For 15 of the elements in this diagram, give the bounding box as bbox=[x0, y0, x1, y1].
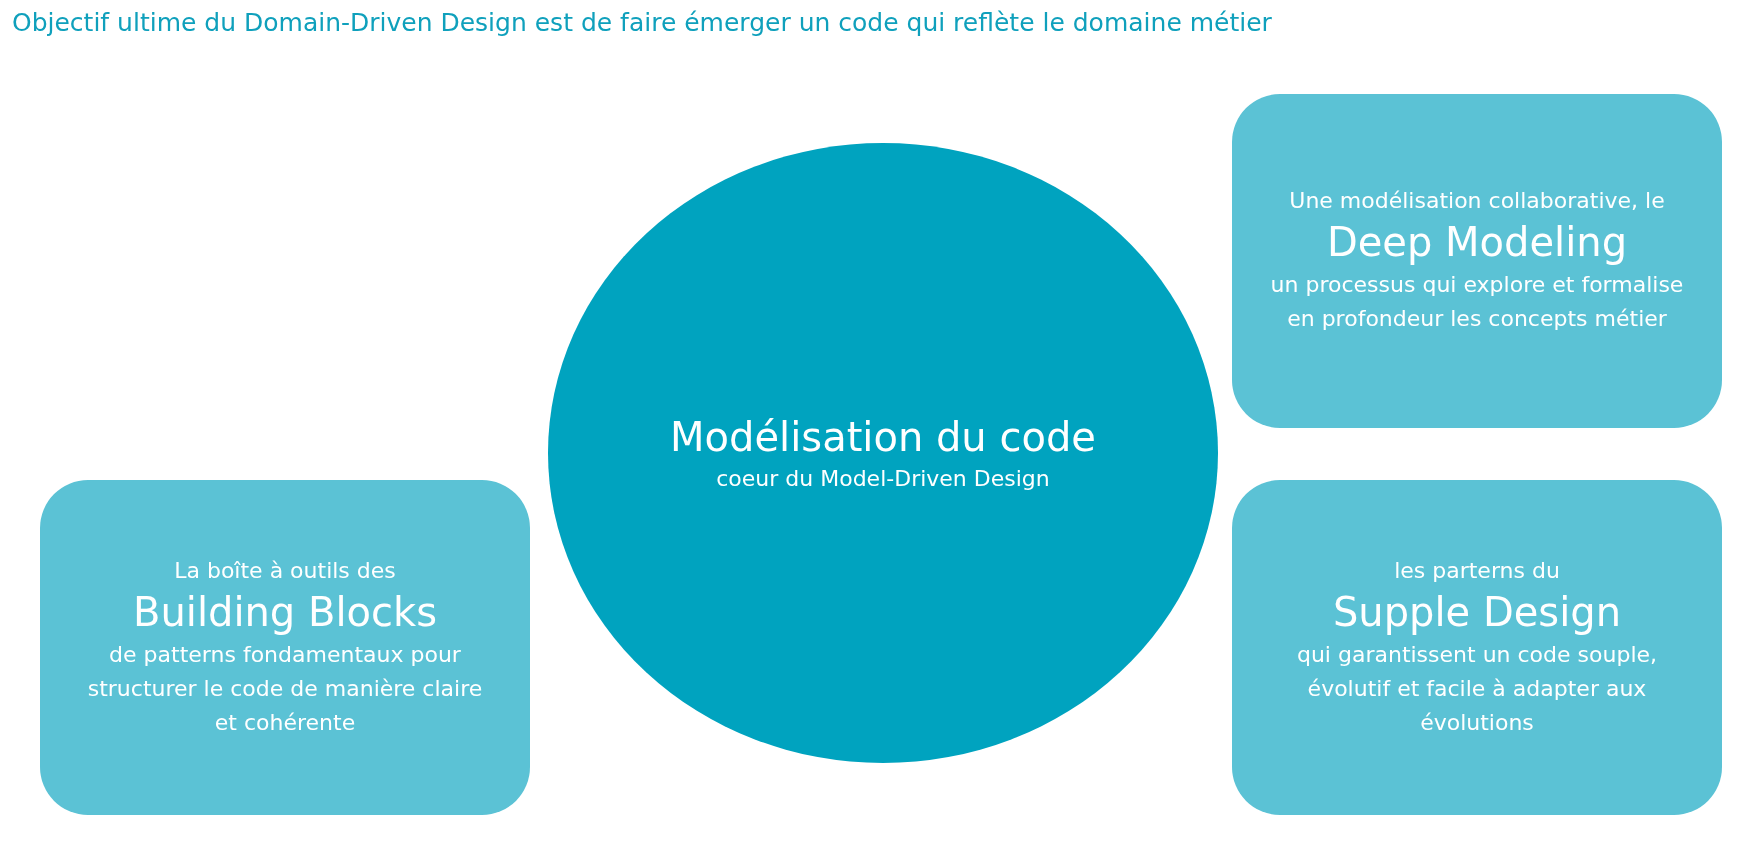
card-title: Building Blocks bbox=[133, 587, 437, 637]
card-subtitle: La boîte à outils des bbox=[174, 556, 396, 585]
card-description: de patterns fondamentaux pour structurer le code de manière claire et cohérente bbox=[86, 640, 484, 737]
card-title: Deep Modeling bbox=[1326, 218, 1628, 267]
page-title: Objectif ultime du Domain-Driven Design est de faire émerger un code qui reflète le domaine métier bbox=[12, 8, 1272, 37]
card-subtitle: Une modélisation collaborative, le bbox=[1289, 187, 1665, 215]
card-description: un processus qui explore et formalise en profondeur les concepts métier bbox=[1269, 271, 1685, 333]
circle-title: Modélisation du code bbox=[670, 413, 1096, 462]
info-card bbox=[1232, 480, 1722, 815]
card-title: Supple Design bbox=[1332, 587, 1622, 637]
card-description: qui garantissent un code souple, évolutif et facile à adapter aux évolutions bbox=[1295, 640, 1659, 737]
card-subtitle: les parterns du bbox=[1394, 556, 1560, 585]
circle-subtitle: coeur du Model-Driven Design bbox=[716, 465, 1050, 493]
info-card bbox=[1232, 94, 1722, 428]
info-card bbox=[40, 480, 530, 815]
